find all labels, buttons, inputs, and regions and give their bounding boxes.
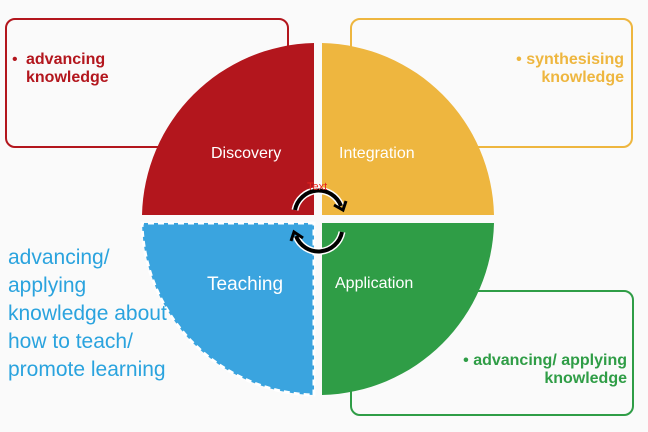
circular-arrows-icon [289, 187, 348, 255]
center-text: Text [307, 181, 328, 193]
teaching-note: advancing/ applying knowledge about how … [8, 246, 167, 381]
integration-quadrant [322, 43, 494, 215]
application-label: Application [335, 275, 414, 292]
discovery-label: Discovery [211, 145, 282, 162]
application-box-text: • advancing/ applying knowledge [463, 352, 627, 387]
integration-label: Integration [339, 145, 415, 162]
discovery-box-text: • advancing knowledge [12, 51, 109, 86]
discovery-quadrant [142, 43, 314, 215]
teaching-label: Teaching [207, 274, 284, 295]
application-quadrant [322, 223, 494, 395]
integration-box-text: • synthesising knowledge [516, 51, 624, 86]
teaching-quadrant [140, 221, 316, 397]
